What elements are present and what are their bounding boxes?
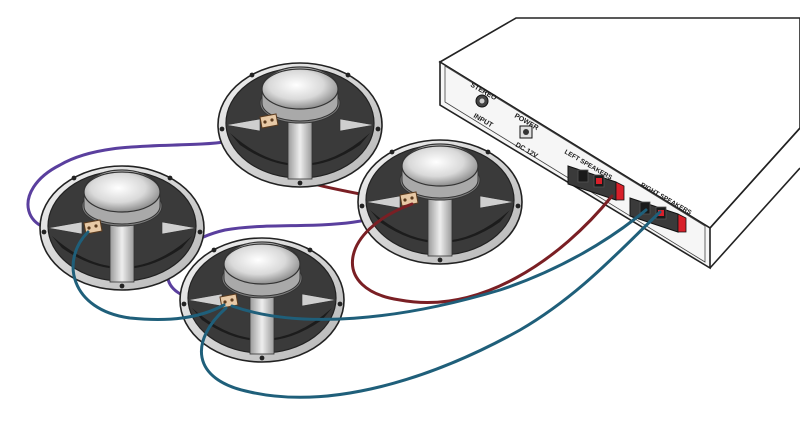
wires-front [71,194,662,399]
red-wire-right [350,194,614,304]
blue-wire-left [71,230,226,321]
speaker-top [217,62,383,188]
left-speakers-terminal[interactable] [567,165,625,201]
blue-wire-amp [230,208,648,321]
speaker-bottom [179,237,345,363]
speaker-left [39,165,205,291]
stereo-input-jack[interactable] [475,94,489,108]
power-jack[interactable] [519,125,533,139]
blue-wire-bottom [200,210,662,399]
speaker-right [357,139,523,265]
purple-wire-right [166,203,407,305]
